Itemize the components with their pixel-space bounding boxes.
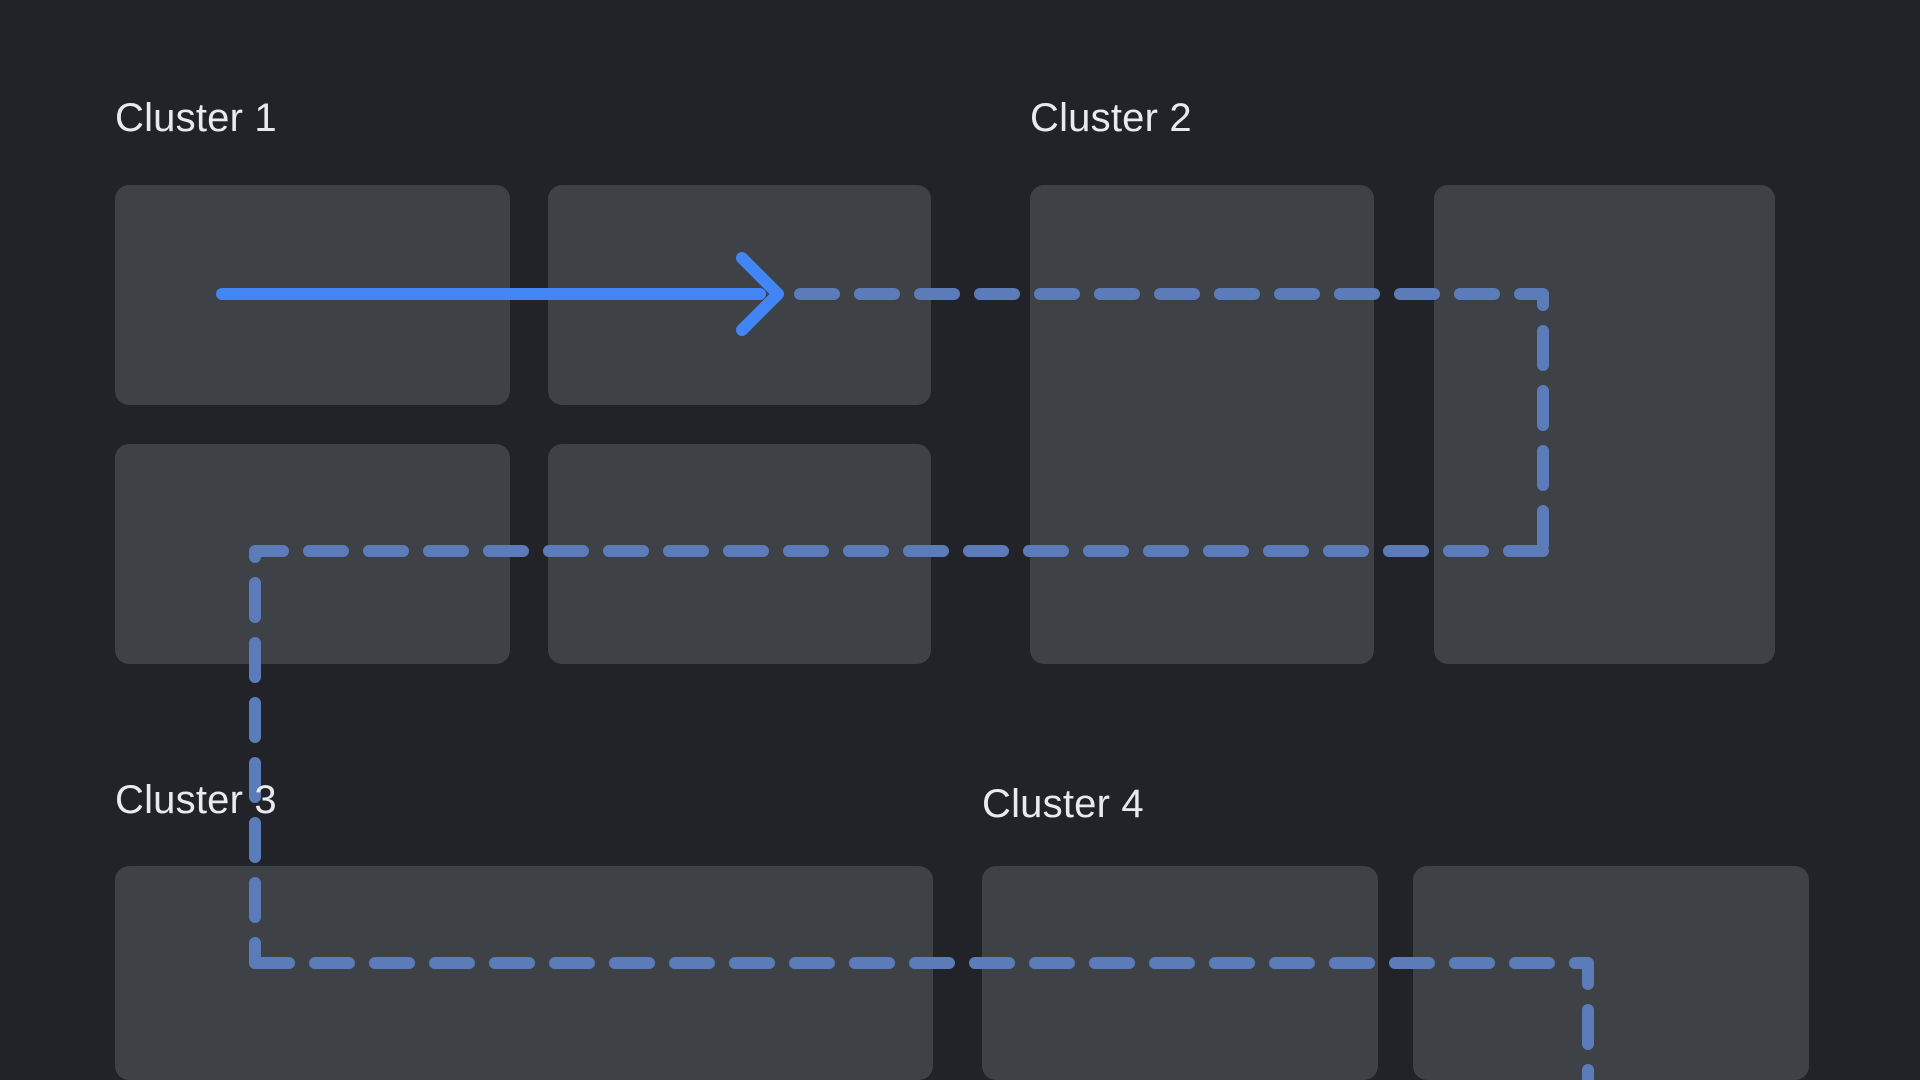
cluster-1-node-2[interactable] <box>548 185 931 405</box>
cluster-3-node-1[interactable] <box>115 866 933 1080</box>
cluster-2-label: Cluster 2 <box>1030 96 1192 140</box>
cluster-1-node-3[interactable] <box>115 444 510 664</box>
cluster-1-node-4[interactable] <box>548 444 931 664</box>
cluster-4-node-2[interactable] <box>1413 866 1809 1080</box>
cluster-2-node-2[interactable] <box>1434 185 1775 664</box>
cluster-2-node-1[interactable] <box>1030 185 1374 664</box>
cluster-1-label: Cluster 1 <box>115 96 277 140</box>
cluster-1-node-1[interactable] <box>115 185 510 405</box>
cluster-4-label: Cluster 4 <box>982 782 1144 826</box>
cluster-3-label: Cluster 3 <box>115 778 277 822</box>
cluster-4-node-1[interactable] <box>982 866 1378 1080</box>
